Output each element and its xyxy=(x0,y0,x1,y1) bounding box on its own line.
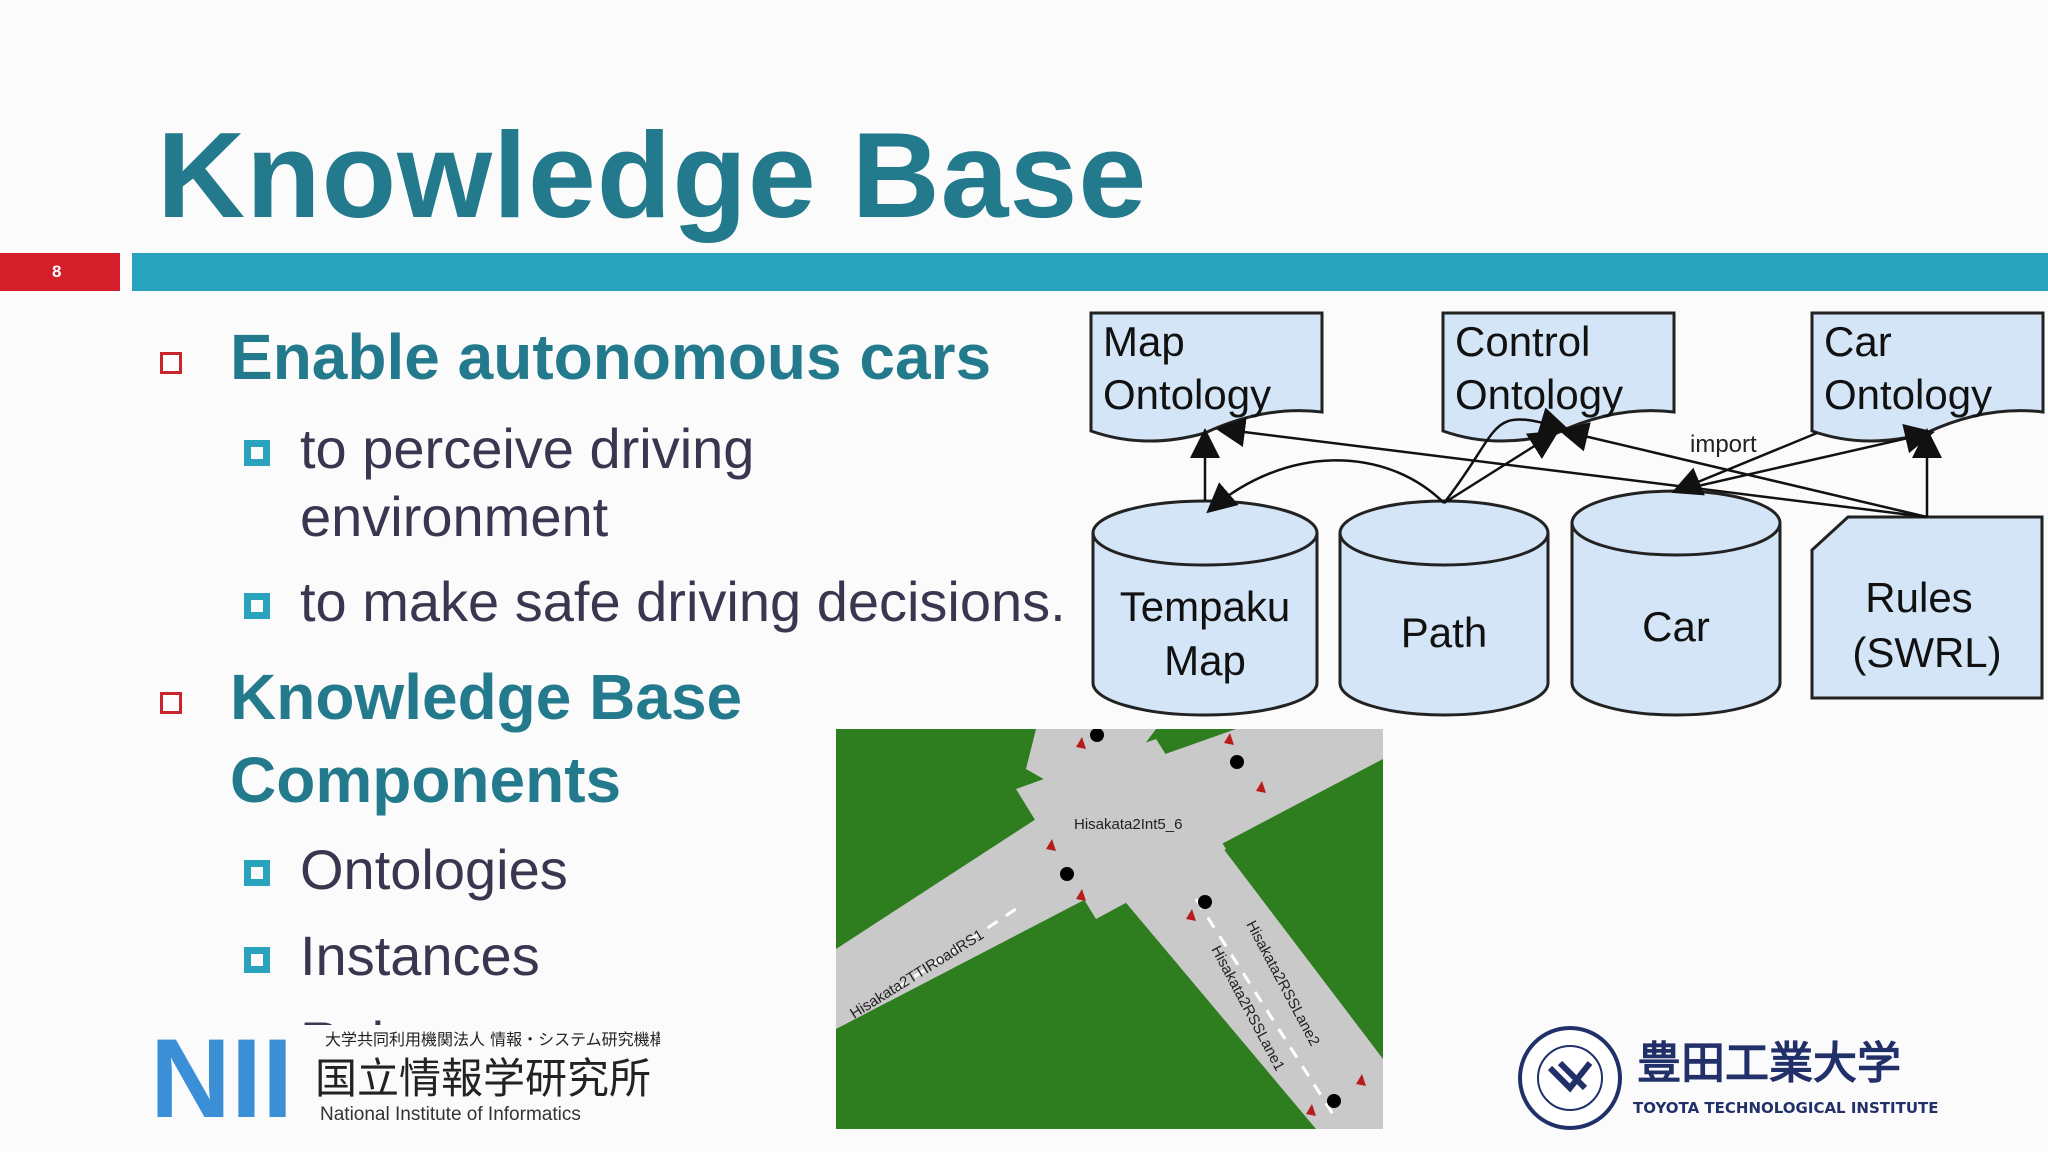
node-dot xyxy=(1327,1094,1341,1108)
sub-bullet-icon xyxy=(244,440,270,466)
sub-bullet-ontologies: Ontologies xyxy=(300,838,568,901)
control-ontology-label1: Control xyxy=(1455,318,1590,365)
sub-bullet-perceive: to perceive driving xyxy=(300,417,755,480)
direction-marker xyxy=(1356,1074,1366,1086)
arrow-car-control xyxy=(1675,428,1822,493)
nii-logo: NII 大学共同利用機関法人 情報・システム研究機構 国立情報学研究所 Nati… xyxy=(150,1025,660,1125)
sub-bullet-icon xyxy=(244,860,270,886)
nii-top-text: 大学共同利用機関法人 情報・システム研究機構 xyxy=(325,1030,660,1049)
rules-label1: Rules xyxy=(1865,574,1972,621)
path-store xyxy=(1338,533,1550,717)
arrow-path-control-curve xyxy=(1443,407,1570,504)
direction-marker xyxy=(1306,1104,1316,1116)
toyota-ti-logo: 豊田工業大学 TOYOTA TECHNOLOGICAL INSTITUTE xyxy=(1518,1026,1938,1130)
ontology-diagram: Map Ontology Control Ontology Car Ontolo… xyxy=(1089,311,2045,717)
tempaku-label2: Map xyxy=(1164,637,1246,684)
car-ontology-label2: Ontology xyxy=(1824,371,1992,418)
bullet-square-icon xyxy=(160,692,182,714)
direction-marker xyxy=(1046,839,1056,851)
lane-divider-left xyxy=(895,907,1017,991)
sub-bullet-icon xyxy=(244,593,270,619)
node-dot xyxy=(1090,729,1104,742)
control-ontology-label2: Ontology xyxy=(1455,371,1623,418)
bullet-kb-components-line1: Knowledge Base xyxy=(230,661,743,733)
slide-title: Knowledge Base xyxy=(157,107,1148,243)
title-divider xyxy=(132,253,2048,291)
sub-bullet-decisions: to make safe driving decisions. xyxy=(300,570,1066,633)
nii-mark: NII xyxy=(150,1025,293,1125)
bullet-kb-components-line2: Components xyxy=(230,744,622,816)
road-label-int5-6: Hisakata2Int5_6 xyxy=(1074,816,1182,833)
car-store xyxy=(1570,523,1782,717)
direction-marker xyxy=(1256,781,1266,793)
nii-english-name: National Institute of Informatics xyxy=(320,1104,581,1125)
arrow-car-control2 xyxy=(1675,423,1935,493)
map-ontology-label1: Map xyxy=(1103,318,1185,365)
node-dot xyxy=(1060,867,1074,881)
toyota-japanese-name: 豊田工業大学 xyxy=(1637,1038,1901,1089)
rules-label2: (SWRL) xyxy=(1852,629,2001,676)
toyota-english-name: TOYOTA TECHNOLOGICAL INSTITUTE xyxy=(1633,1099,1938,1117)
sub-bullet-perceive-cont: environment xyxy=(300,485,609,548)
bullet-enable-autonomous-cars: Enable autonomous cars xyxy=(230,321,992,393)
direction-marker xyxy=(1076,889,1086,901)
sub-bullet-icon xyxy=(244,947,270,973)
direction-marker xyxy=(1224,733,1234,745)
tempaku-map-store xyxy=(1091,533,1319,717)
tempaku-label1: Tempaku xyxy=(1120,583,1290,630)
arrow-rules-control xyxy=(1558,422,1928,519)
map-ontology-label2: Ontology xyxy=(1103,371,1271,418)
road-left-diagonal xyxy=(836,819,1086,1029)
arrow-rules-map xyxy=(1215,417,1928,519)
node-dot xyxy=(1230,755,1244,769)
direction-marker xyxy=(1076,737,1086,749)
car-ontology-label1: Car xyxy=(1824,318,1892,365)
direction-marker xyxy=(1186,909,1196,921)
import-label: import xyxy=(1690,431,1757,458)
arrow-path-map xyxy=(1206,459,1445,514)
bullet-square-icon xyxy=(160,352,182,374)
road-lower-right xyxy=(1106,839,1383,1129)
sub-bullet-instances: Instances xyxy=(300,924,540,987)
road-map: Hisakata2Int5_6 Hisakata2TTIRoadRS1 Hisa… xyxy=(836,729,1383,1129)
car-label: Car xyxy=(1642,603,1710,650)
slide-number: 8 xyxy=(0,253,120,291)
nii-japanese-name: 国立情報学研究所 xyxy=(315,1054,651,1103)
path-label: Path xyxy=(1401,609,1487,656)
node-dot xyxy=(1198,895,1212,909)
arrow-path-control xyxy=(1443,430,1560,505)
rules-store xyxy=(1810,515,2044,700)
toyota-emblem xyxy=(1518,1026,1622,1130)
